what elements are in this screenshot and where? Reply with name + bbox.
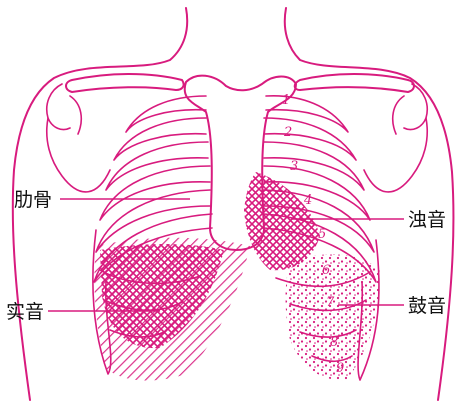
- tympanic-region: [286, 254, 381, 380]
- tympanic-label: 鼓音: [408, 295, 446, 317]
- rib-number-3: 3: [290, 159, 298, 174]
- shoulders: [47, 84, 427, 192]
- rib-number-4: 4: [303, 193, 312, 208]
- dull-label: 浊音: [408, 209, 446, 231]
- rib-number-2: 2: [283, 125, 292, 140]
- rib-number-8: 8: [330, 335, 338, 350]
- rib-number-9: 9: [336, 361, 344, 376]
- rib-label: 肋骨: [14, 189, 52, 211]
- dull-region: [244, 172, 320, 270]
- body-outline: [13, 8, 454, 400]
- rib-number-1: 1: [282, 93, 290, 108]
- rib-number-6: 6: [322, 263, 330, 278]
- solid-label: 实音: [6, 301, 44, 323]
- rib-number-5: 5: [318, 227, 326, 242]
- rib-number-7: 7: [326, 295, 335, 310]
